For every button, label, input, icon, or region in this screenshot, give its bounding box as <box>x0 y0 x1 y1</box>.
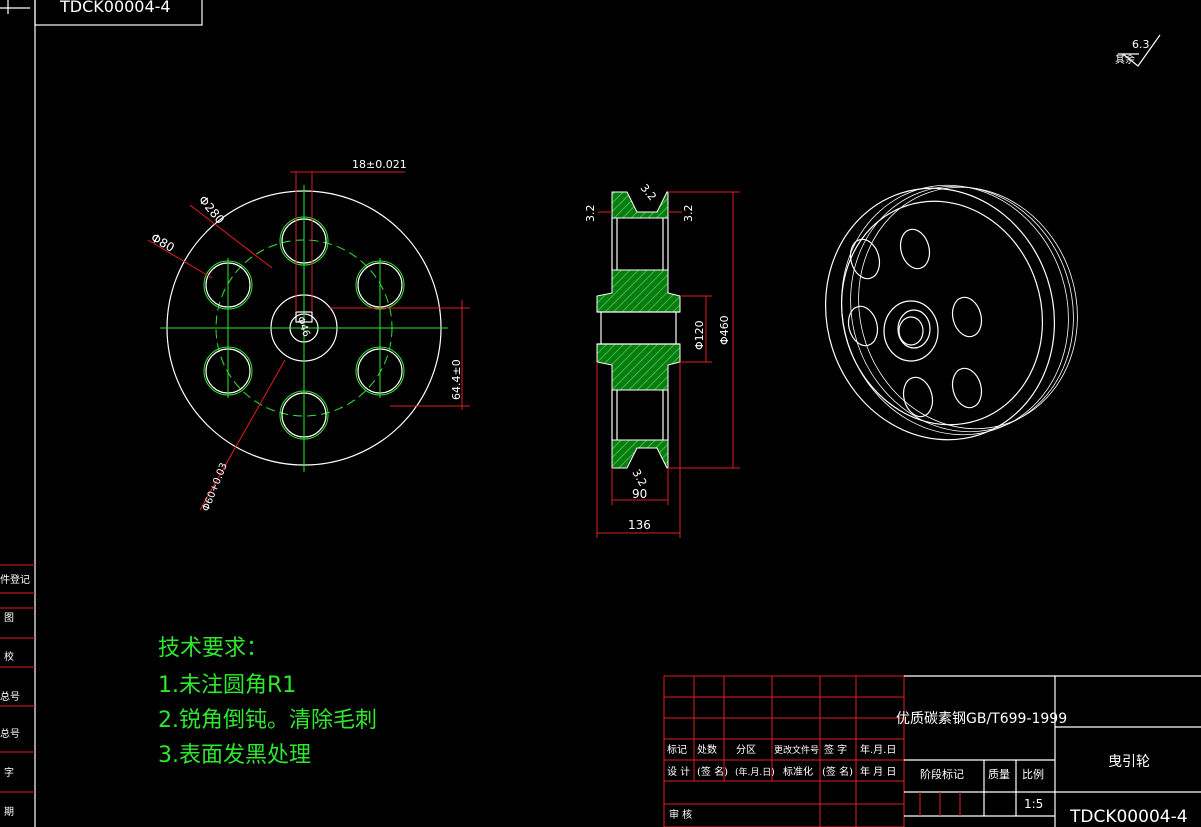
ratio-label: 比例 <box>1022 767 1044 781</box>
dim-outer-dia: Φ460 <box>718 315 731 345</box>
header-mark: 标记 <box>667 744 687 756</box>
dim-hub: Φ60+0.03 <box>201 461 230 513</box>
scale-value: 1:5 <box>1024 797 1043 811</box>
left-strip-label-6: 字 <box>4 766 14 779</box>
isometric-view <box>824 184 1078 441</box>
tech-req-title: 技术要求： <box>158 636 268 661</box>
section-view <box>596 191 740 538</box>
title-block <box>663 675 1201 827</box>
front-view <box>147 171 470 511</box>
dim-groove-right: 3.2 <box>682 205 695 223</box>
left-strip-label-2: 图 <box>4 612 14 624</box>
row-review: 审 核 <box>669 808 692 821</box>
material-spec: 优质碳素钢GB/T699-1999 <box>896 711 1067 727</box>
mass-label: 质量 <box>988 768 1010 781</box>
left-strip-label-3: 校 <box>4 650 14 663</box>
dim-key-depth: 64.4±0 <box>450 359 463 400</box>
header-sign: 签 字 <box>824 743 847 756</box>
dim-key-width: 18±0.021 <box>352 158 407 171</box>
stage-mark-label: 阶段标记 <box>920 767 964 781</box>
dim-rim-width: 90 <box>632 487 647 501</box>
dim-groove-top: 3.2 <box>638 182 659 204</box>
dim-bore: Φ46 <box>294 315 311 338</box>
drawing-frame <box>0 0 203 827</box>
roughness-label: 其余 <box>1115 53 1135 66</box>
dim-hub-dia: Φ120 <box>693 320 706 350</box>
left-strip-label-4: 总号 <box>0 690 20 703</box>
tech-req-item-1: 1.未注圆角R1 <box>158 673 296 698</box>
header-zone: 分区 <box>736 744 756 756</box>
roughness-value: 6.3 <box>1132 38 1150 51</box>
left-strip-label-5: 总号 <box>0 727 20 740</box>
drawing-code-box: TDCK00004-4 <box>59 0 171 16</box>
header-count: 处数 <box>697 743 717 756</box>
left-strip <box>0 564 35 793</box>
dim-total-width: 136 <box>628 518 651 532</box>
dim-groove-left: 3.2 <box>584 205 597 223</box>
row-standardize: 标准化 <box>783 765 813 778</box>
header-change-doc: 更改文件号 <box>774 744 819 756</box>
header-date: 年.月.日 <box>860 743 896 756</box>
left-strip-label-1: 件登记 <box>0 573 30 586</box>
row-sign-2: (签 名) <box>822 765 853 778</box>
row-date: (年.月.日) <box>735 766 775 778</box>
dim-groove-bottom: 3.2 <box>629 467 649 489</box>
part-name: 曳引轮 <box>1108 754 1150 770</box>
row-design: 设 计 <box>667 765 690 778</box>
dim-hole: Φ80 <box>149 230 177 254</box>
roughness-symbol <box>1118 34 1161 67</box>
tech-req-item-3: 3.表面发黑处理 <box>158 743 311 768</box>
drawing-number: TDCK00004-4 <box>1069 807 1188 827</box>
row-date-2: 年 月 日 <box>860 765 896 778</box>
row-sign: (签 名) <box>697 765 728 778</box>
left-strip-label-7: 期 <box>4 806 14 818</box>
tech-req-item-2: 2.锐角倒钝。清除毛刺 <box>158 708 377 733</box>
